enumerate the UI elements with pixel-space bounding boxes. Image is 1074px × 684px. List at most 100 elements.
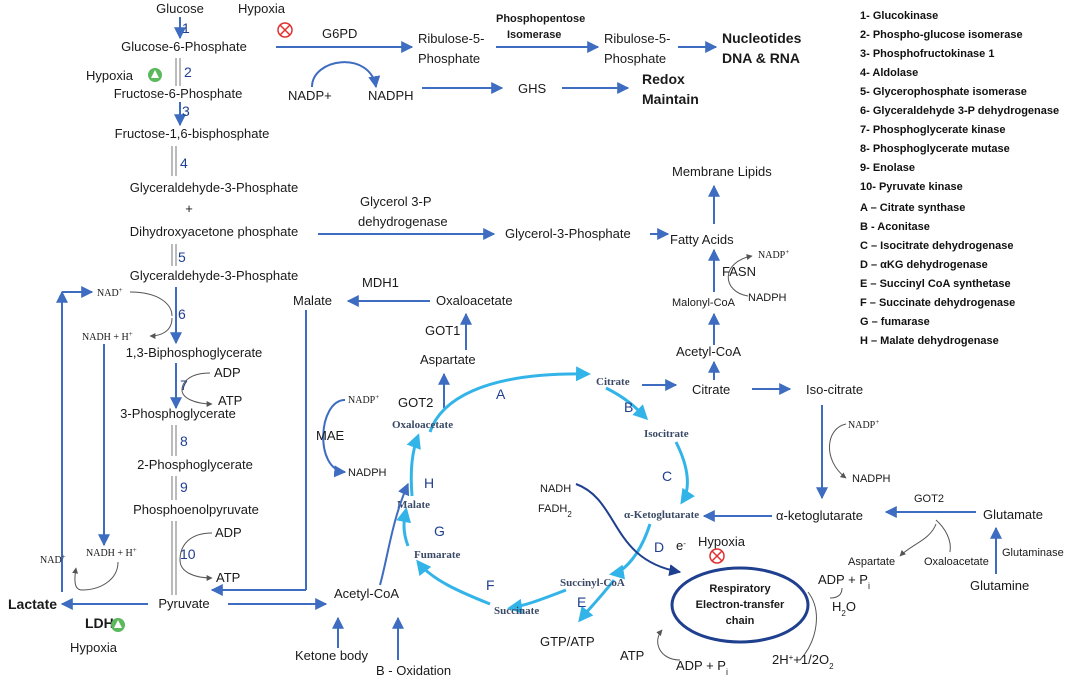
nadh-top: NADH + H+ [82,330,133,343]
mae-cofactor-arc [322,399,347,478]
cycle-arrow-g [416,559,491,606]
redox-label-1: Redox [642,71,685,87]
acetyl-coa-top-label: Acetyl-CoA [676,344,741,359]
step-8-number: 8 [180,433,188,449]
r5p-label-1: Ribulose-5- [604,31,670,46]
got2-oaa-curve [935,519,951,553]
nadp-plus-fasn: NADP+ [758,248,789,261]
step6-to-nadh-curve [149,317,173,339]
nadph-fasn: NADPH [748,292,787,304]
ldh-label: LDH [85,615,114,631]
cycle-arrow-b [605,386,649,421]
hypoxia-inhibit-icon-etc [709,548,725,564]
legend-item: H – Malate dehydrogenase [860,335,999,347]
enzyme-legend: 1- Glucokinase 2- Phospho-glucose isomer… [860,10,1059,347]
legend-item: E – Succinyl CoA synthetase [860,278,1011,290]
cycle-arrow-e [578,579,616,623]
hypoxia-bottom-label: Hypoxia [70,640,118,655]
legend-item: 6- Glyceraldehyde 3-P dehydrogenase [860,105,1059,117]
legend-item: 2- Phospho-glucose isomerase [860,29,1023,41]
cycle-e-minus: e- [676,538,686,553]
cycle-succinate: Succinate [494,605,539,617]
isocitrate-out-label: Iso-citrate [806,382,863,397]
glycerol3p-label: Glycerol-3-Phosphate [505,226,631,241]
cycle-oaa: Oxaloacetate [392,419,453,431]
pg3-label: 3-Phosphoglycerate [120,406,236,421]
f16bp-label: Fructose-1,6-bisphosphate [115,126,270,141]
legend-item: B - Aconitase [860,221,930,233]
etc-line-3: chain [726,615,755,627]
enzyme-letter-b: B [624,399,633,415]
beta-oxidation-label: B - Oxidation [376,663,451,678]
nadh-low: NADH + H+ [86,546,137,559]
nucleotides-label-1: Nucleotides [722,30,802,46]
aspartate-right-label: Aspartate [848,556,895,568]
lactate-label: Lactate [8,596,57,612]
legend-item: 1- Glucokinase [860,10,938,22]
malonyl-coa-label: Malonyl-CoA [672,297,736,309]
atp-etc-label: ATP [620,648,644,663]
g3p-label-a: Glyceraldehyde-3-Phosphate [130,180,298,195]
step7-atp-curve [181,372,213,407]
cycle-fadh2: FADH2 [538,503,572,519]
step-10-number: 10 [180,546,196,562]
pg2-label: 2-Phosphoglycerate [137,457,253,472]
hypoxia-inhibit-icon-top [277,22,293,38]
etc-ellipse [670,566,810,644]
step-4-number: 4 [180,155,188,171]
adp-step7: ADP [214,365,241,380]
adp-step10: ADP [215,525,242,540]
nadph-idh: NADPH [852,473,891,485]
step-7-number: 7 [180,377,188,393]
legend-item: 9- Enolase [860,162,915,174]
legend-item: 10- Pyruvate kinase [860,181,963,193]
cycle-fumarate: Fumarate [414,549,461,561]
got2-aspartate-curve [899,523,937,557]
nadh-to-etc-arrow [575,483,682,577]
gtp-atp-label: GTP/ATP [540,634,595,649]
hypoxia-activate-icon-left [148,68,162,82]
nadp-plus-idh: NADP+ [848,418,879,431]
step10-atp-curve [179,532,213,581]
ldh-nad-curve [72,561,119,591]
mdh1-label: MDH1 [362,275,399,290]
enzyme-letter-e: E [577,594,586,610]
cycle-arrow-a [428,366,591,433]
got1-label: GOT1 [425,323,460,338]
nad-plus-top: NAD+ [97,286,123,299]
akg-out-label: α-ketoglutarate [776,508,863,523]
atp-step10: ATP [216,570,240,585]
nadp-plus-label: NADP+ [288,88,332,103]
pyruvate-label: Pyruvate [158,596,209,611]
got2-mid-label: GOT2 [398,395,433,410]
legend-item: G – fumarase [860,316,930,328]
ldh-activate-icon [111,618,125,632]
enzyme-letter-f: F [486,577,495,593]
nadp-nadph-arc [311,61,381,89]
atp-step7: ATP [218,393,242,408]
fatty-acids-label: Fatty Acids [670,232,734,247]
nucleotides-label-2: DNA & RNA [722,50,800,66]
adp-right-label: ADP + Pi [818,572,870,591]
hypoxia-etc-label: Hypoxia [698,534,746,549]
bpg13-label: 1,3-Biphosphoglycerate [126,345,263,360]
ketone-body-label: Ketone body [295,648,369,663]
membrane-lipids-label: Membrane Lipids [672,164,772,179]
legend-item: F – Succinate dehydrogenase [860,297,1015,309]
idh-cofactor-curve [829,423,847,479]
acetyl-coa-bot-label: Acetyl-CoA [334,586,399,601]
cycle-arrow-d [609,523,652,580]
step-5-number: 5 [178,249,186,265]
cycle-arrow-g2 [396,507,412,547]
g3pdh-label-2: dehydrogenase [358,214,448,229]
enzyme-letter-d: D [654,539,664,555]
g6p-label: Glucose-6-Phosphate [121,39,247,54]
plus-sign: + [185,201,193,216]
legend-item: 4- Aldolase [860,67,918,79]
legend-item: D – αKG dehydrogenase [860,259,988,271]
step-2-number: 2 [184,64,192,80]
oaa-top-label: Oxaloacetate [436,293,513,308]
pep-label: Phosphoenolpyruvate [133,502,259,517]
nadp-plus-mae: NADP+ [348,393,379,406]
cycle-malate: Malate [397,499,430,511]
